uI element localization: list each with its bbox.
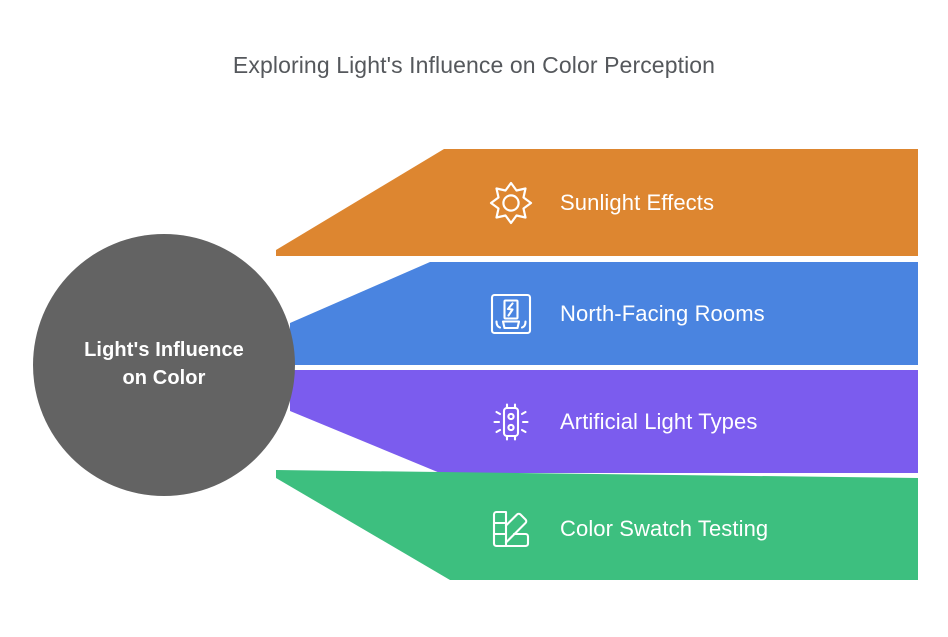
- ribbon-shape-2[interactable]: [290, 370, 918, 473]
- hub-label-line-2: on Color: [122, 367, 206, 389]
- hub-label-line-1: Light's Influence: [84, 339, 244, 361]
- page-title: Exploring Light's Influence on Color Per…: [232, 52, 716, 78]
- ribbon-shape-3[interactable]: [276, 470, 918, 580]
- ribbon-shape-0[interactable]: [276, 149, 918, 256]
- hub-circle[interactable]: [33, 234, 295, 496]
- ribbon-shape-1[interactable]: [290, 262, 918, 365]
- hub-label: Light's Influence on Color: [33, 336, 295, 392]
